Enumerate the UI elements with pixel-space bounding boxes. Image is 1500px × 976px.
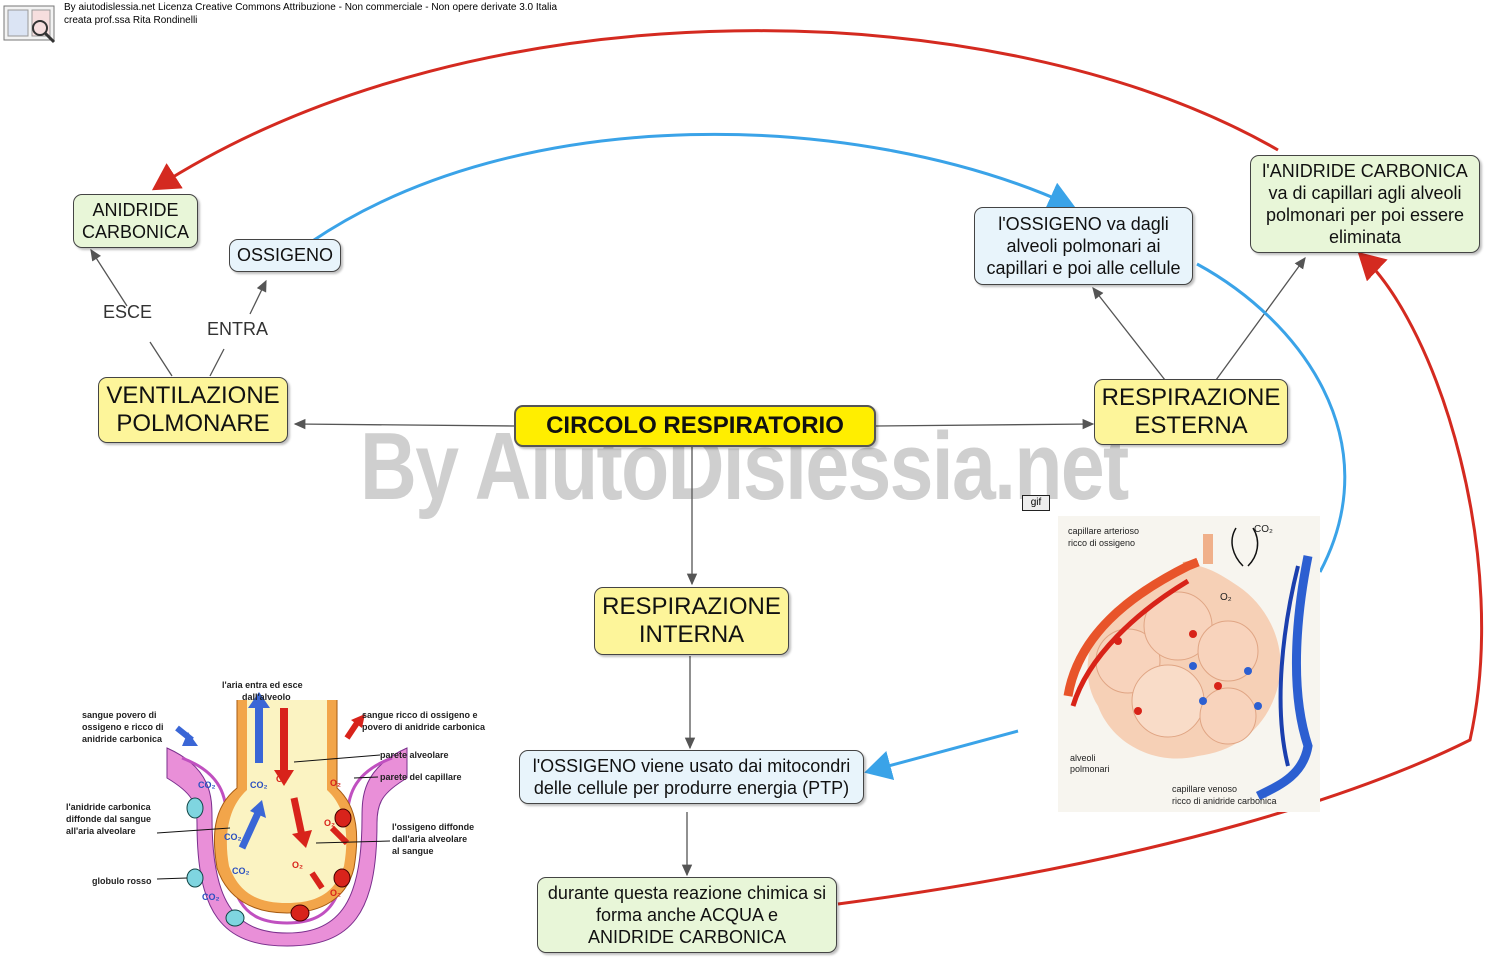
node-reazione-chimica[interactable]: durante questa reazione chimica si forma…	[537, 877, 837, 953]
label-ricco-ossigeno: ricco di ossigeno	[1068, 538, 1135, 548]
label-ricco-anidride: ricco di anidride carbonica	[1172, 796, 1277, 806]
label-co2-top: CO₂	[1254, 524, 1273, 535]
node-respirazione-esterna[interactable]: RESPIRAZIONE ESTERNA	[1094, 379, 1288, 445]
label-parete-capillare: parete del capillare	[380, 772, 462, 782]
label-o2-diffonde-1: l'ossigeno diffonde	[392, 822, 474, 832]
svg-text:CO₂: CO₂	[250, 780, 268, 790]
blue-arrow-bottom	[864, 729, 1019, 781]
label-sangue-povero-1: sangue povero di	[82, 710, 157, 720]
label-dall-alveolo: dall'alveolo	[242, 692, 291, 702]
link-esterna-anidride	[1215, 256, 1306, 381]
link-main-ventilazione	[293, 418, 516, 430]
label-aria-entra: l'aria entra ed esce	[222, 680, 303, 690]
node-circolo-respiratorio[interactable]: CIRCOLO RESPIRATORIO	[514, 405, 876, 447]
link-main-esterna	[875, 418, 1095, 430]
svg-text:O₂: O₂	[330, 778, 341, 788]
link-label-esce: ESCE	[103, 302, 153, 322]
blue-arrow-right	[1196, 262, 1347, 573]
svg-text:CO₂: CO₂	[232, 866, 250, 876]
node-respirazione-interna[interactable]: RESPIRAZIONE INTERNA	[594, 587, 789, 655]
label-co2-diffonde-3: all'aria alveolare	[66, 826, 136, 836]
label-polmonari: polmonari	[1070, 764, 1110, 774]
node-ossigeno[interactable]: OSSIGENO	[229, 239, 341, 272]
label-globulo-rosso: globulo rosso	[92, 876, 152, 886]
label-alveoli: alveoli	[1070, 753, 1096, 763]
label-co2-diffonde-2: diffonde dal sangue	[66, 814, 151, 824]
red-arrow-top	[151, 29, 1279, 191]
node-anidride-capillari[interactable]: l'ANIDRIDE CARBONICA va di capillari agl…	[1250, 155, 1480, 253]
label-sangue-povero-2: ossigeno e ricco di	[82, 722, 164, 732]
link-ventilazione-anidride	[91, 250, 173, 377]
svg-text:CO₂: CO₂	[224, 832, 242, 842]
link-ventilazione-ossigeno	[209, 281, 266, 377]
label-capillare-arterioso: capillare arterioso	[1068, 526, 1139, 536]
label-o2: O₂	[1220, 592, 1232, 603]
blue-arrow-top	[310, 132, 1076, 244]
node-ossigeno-alveoli[interactable]: l'OSSIGENO va dagli alveoli polmonari ai…	[974, 207, 1193, 285]
red-arrow-right	[837, 251, 1484, 906]
svg-text:O₂: O₂	[276, 774, 287, 784]
svg-text:O₂: O₂	[292, 860, 303, 870]
link-esterna-ossigeno	[1092, 286, 1166, 381]
node-anidride-carbonica[interactable]: ANIDRIDE CARBONICA	[73, 194, 198, 248]
label-sangue-povero-3: anidride carbonica	[82, 734, 163, 744]
label-sangue-ricco-1: sangue ricco di ossigeno e	[362, 710, 478, 720]
svg-text:CO₂: CO₂	[198, 780, 216, 790]
label-capillare-venoso: capillare venoso	[1172, 784, 1237, 794]
label-sangue-ricco-2: povero di anidride carbonica	[362, 722, 486, 732]
svg-text:O₂: O₂	[324, 818, 335, 828]
label-co2-diffonde-1: l'anidride carbonica	[66, 802, 152, 812]
gas-exchange-illustration: l'aria entra ed esce dall'alveolo sangue…	[66, 680, 486, 947]
svg-text:CO₂: CO₂	[202, 892, 220, 902]
alveoli-capillaries-illustration: capillare arterioso ricco di ossigeno CO…	[1058, 516, 1320, 812]
label-parete-alveolare: parete alveolare	[380, 750, 449, 760]
node-ventilazione-polmonare[interactable]: VENTILAZIONE POLMONARE	[98, 377, 288, 443]
label-o2-diffonde-3: al sangue	[392, 846, 434, 856]
site-logo	[2, 2, 58, 44]
svg-text:O₂: O₂	[330, 888, 341, 898]
link-label-entra: ENTRA	[207, 319, 269, 339]
label-o2-diffonde-2: dall'aria alveolare	[392, 834, 467, 844]
license-line: By aiutodislessia.net Licenza Creative C…	[64, 2, 558, 13]
gif-button[interactable]: gif	[1022, 495, 1050, 511]
author-line: creata prof.ssa Rita Rondinelli	[64, 15, 198, 26]
node-ossigeno-mitocondri[interactable]: l'OSSIGENO viene usato dai mitocondri de…	[519, 750, 864, 804]
license-header: By aiutodislessia.net Licenza Creative C…	[64, 1, 557, 27]
